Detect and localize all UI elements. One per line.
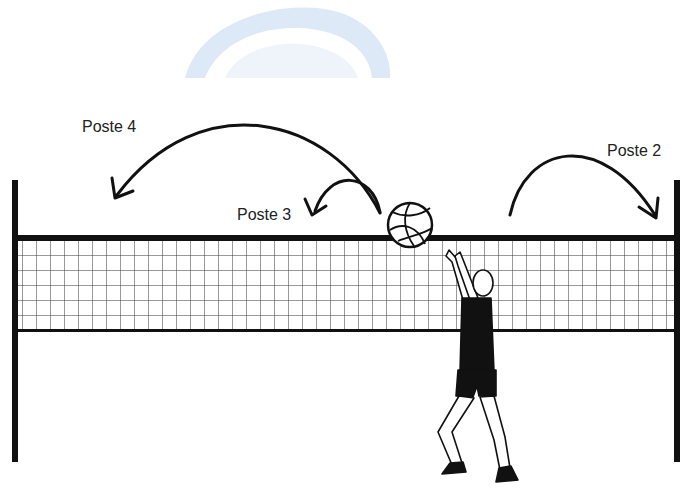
ball-panels (390, 203, 432, 246)
player-jersey (460, 298, 494, 372)
watermark-logo (185, 8, 390, 78)
player-leg (438, 396, 474, 465)
position-label: Poste 4 (82, 118, 136, 136)
arrow-head (305, 199, 326, 215)
net-mesh (18, 240, 674, 330)
pass-arrow (510, 156, 655, 215)
pass-arrows (112, 125, 658, 218)
player-leg (480, 396, 510, 470)
watermark-arc (225, 44, 358, 78)
net-top-band (18, 235, 674, 241)
pass-arrow (117, 125, 380, 213)
net-bottom-cord (18, 329, 674, 332)
player-head (473, 270, 493, 296)
player-shoe (496, 466, 518, 482)
arrow-head (639, 198, 658, 218)
player-shorts (456, 370, 496, 397)
ball-outline (388, 203, 432, 247)
watermark-arc (185, 8, 390, 78)
position-label: Poste 3 (237, 206, 291, 224)
arrow-head (112, 178, 133, 198)
net-pole (12, 180, 18, 462)
player-shoe (442, 462, 466, 474)
net-pole (674, 180, 680, 462)
position-label: Poste 2 (607, 142, 661, 160)
volleyball (388, 203, 432, 247)
setter-player (438, 250, 518, 482)
